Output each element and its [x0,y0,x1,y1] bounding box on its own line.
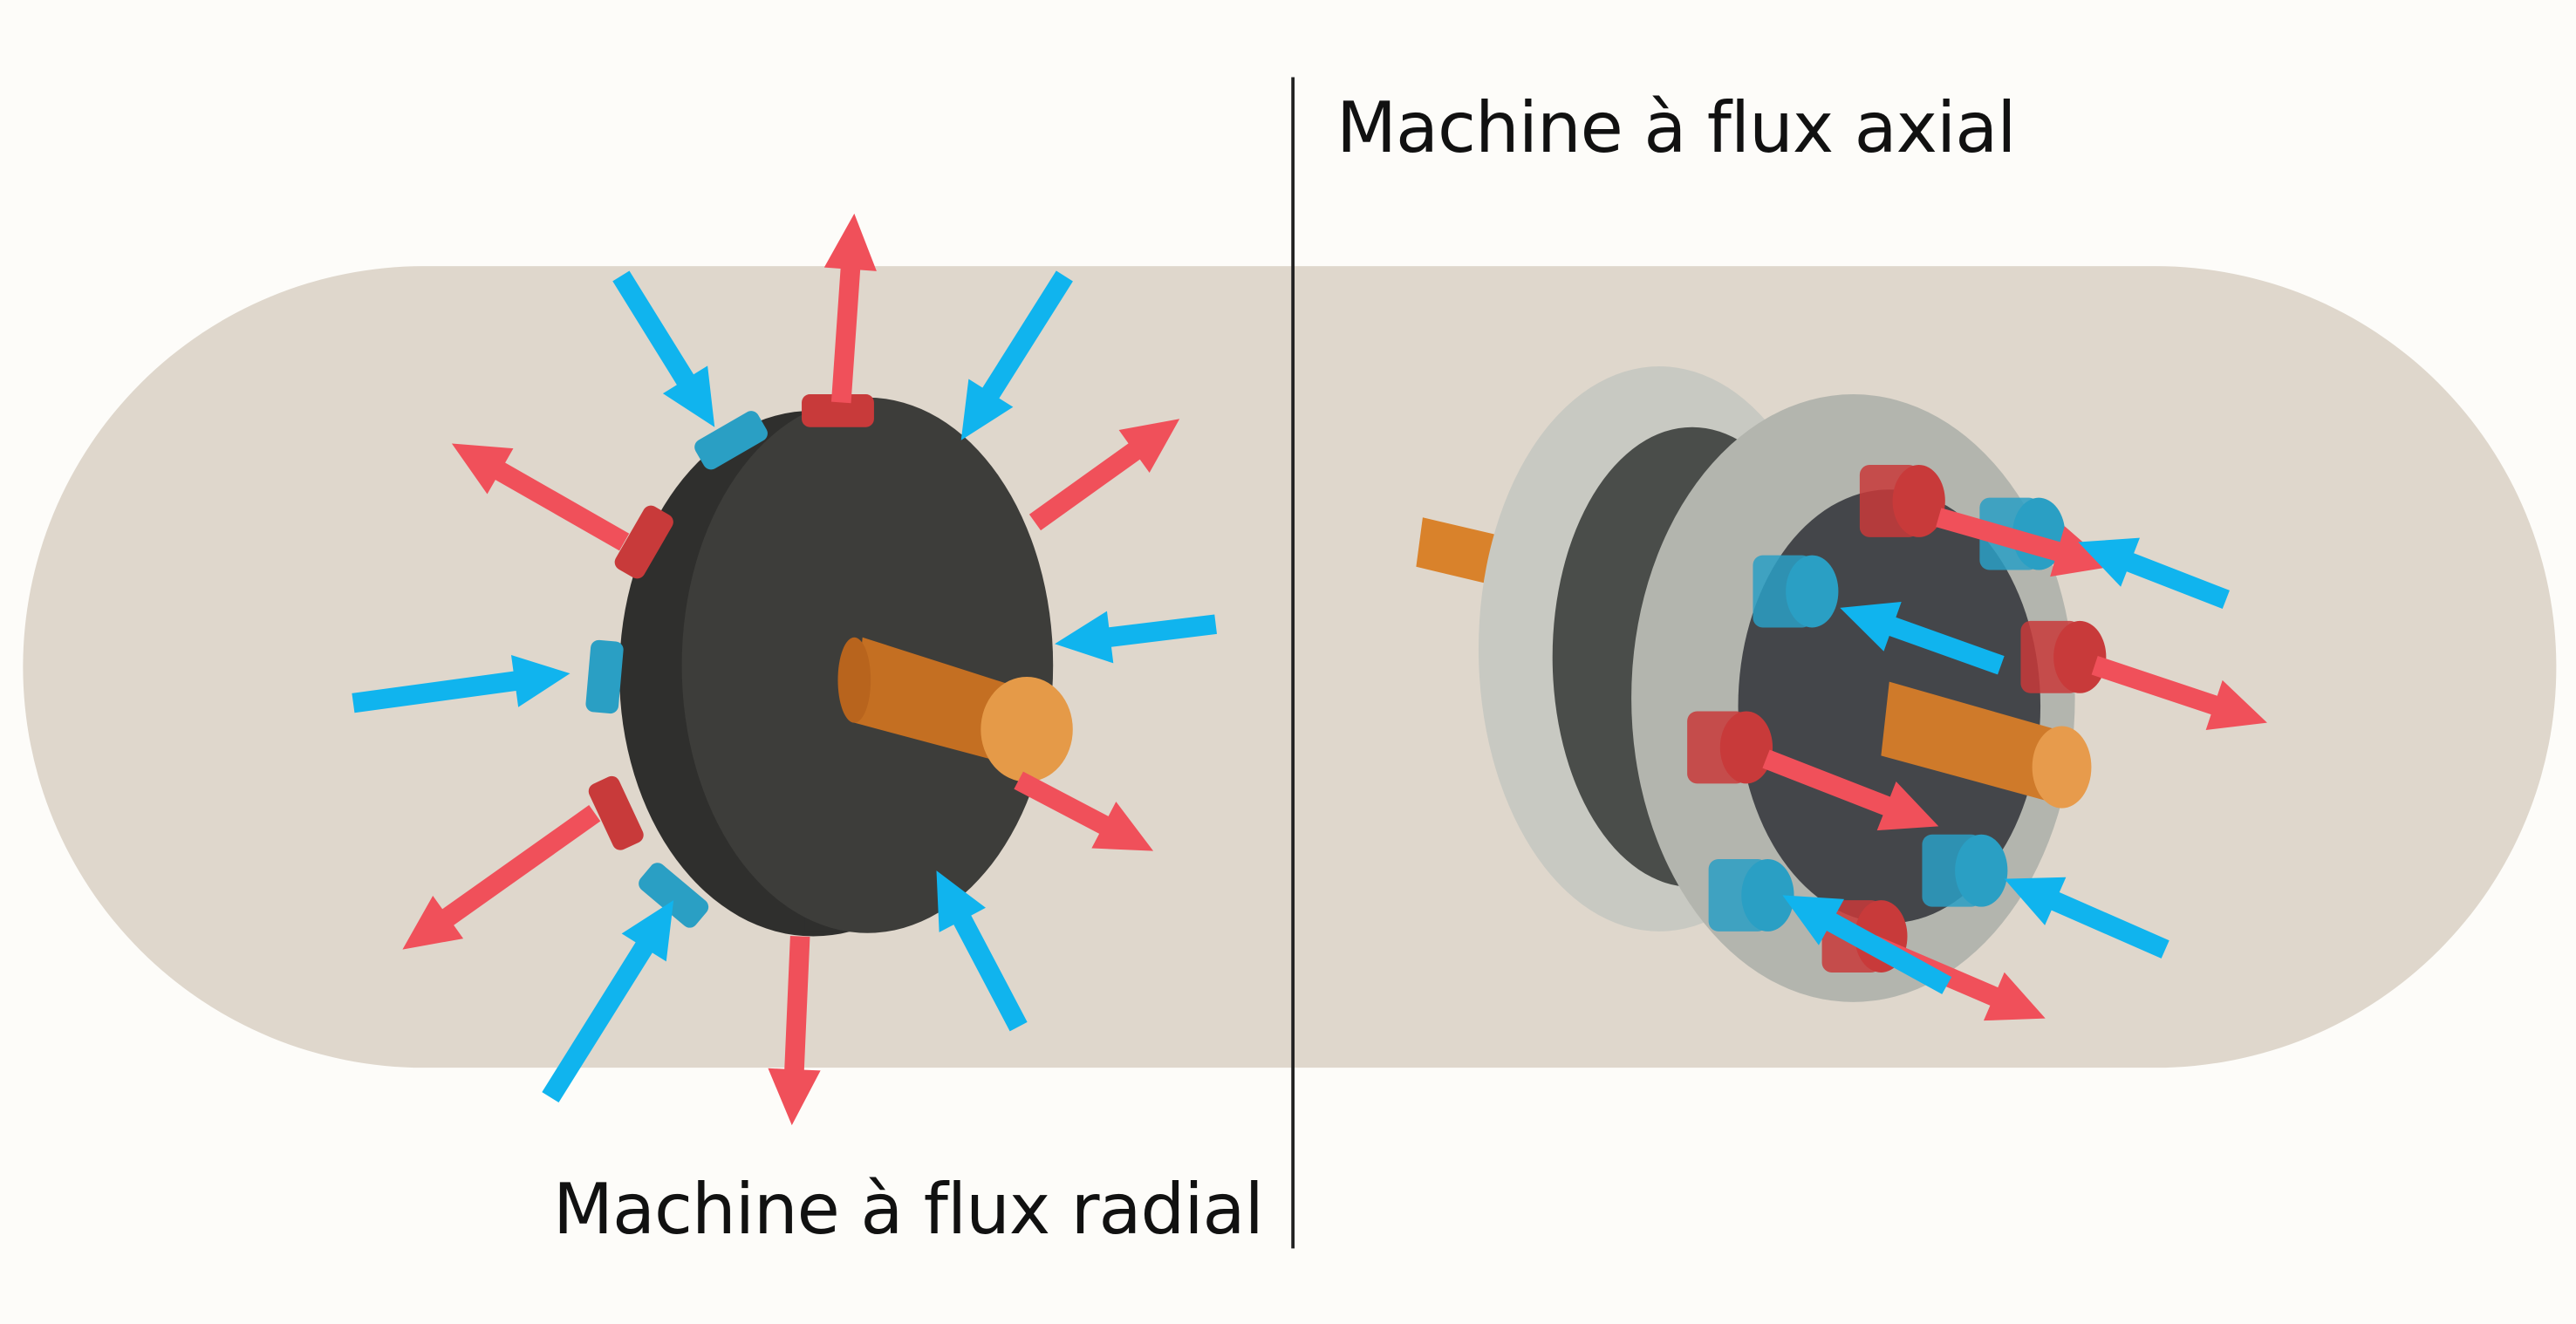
magnet-face [2053,620,2107,693]
flux-out-arrow [1936,508,2112,577]
magnet-south [639,863,709,928]
flux-in-arrow [542,900,674,1103]
magnet-face [1955,834,2008,907]
magnet-south [585,639,624,714]
flux-in-arrow [1055,611,1218,664]
flux-in-arrow [2078,537,2230,609]
flux-out-arrow [768,936,821,1126]
shaft [837,637,1073,782]
flux-in-arrow [1782,895,1952,994]
flux-in-arrow [612,270,715,427]
magnet-face [1719,711,1773,784]
magnet-north [802,394,874,427]
flux-in-arrow [1840,602,2005,675]
magnet-south [694,411,768,470]
flux-in-arrow [352,654,571,713]
flux-in-arrow [960,270,1073,440]
flux-in-arrow [936,870,1028,1032]
flux-in-arrow [2004,877,2169,959]
magnet-north [588,775,644,850]
flux-out-arrow [823,213,877,404]
magnet-face [1741,858,1794,932]
flux-out-arrow [1762,749,1939,831]
front-shaft [1881,681,2092,809]
flux-out-arrow [2091,656,2267,731]
flux-out-arrow [402,805,601,950]
axial-machine-title: Machine à flux axial [1336,87,2016,168]
axial-machine [1416,366,2107,1002]
flux-out-arrow [1014,771,1154,851]
flux-out-arrow [1028,419,1180,531]
magnet-face [1786,555,1839,628]
radial-machine-title: Machine à flux radial [553,1169,1264,1250]
flux-out-arrow [451,443,630,551]
radial-machine [585,394,1073,937]
magnet-north [614,505,673,579]
background-panel [23,266,2557,1068]
magnet-face [1892,465,1945,537]
